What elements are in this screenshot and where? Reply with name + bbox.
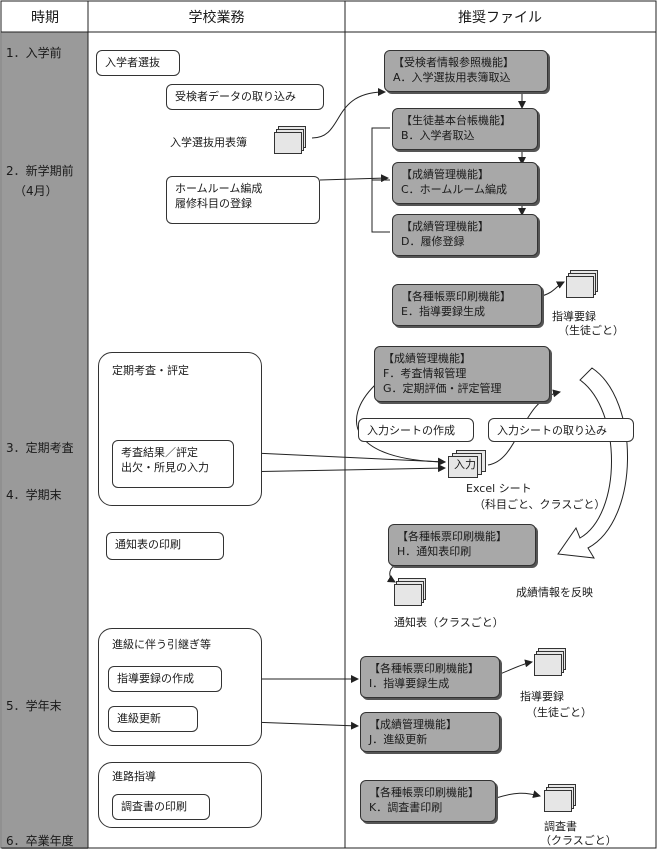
promotion-title: 進級に伴う引継ぎ等 (112, 638, 211, 651)
function-b-box: 【生徒基本台帳機能】B．入学者取込 (392, 108, 538, 150)
header-period: 時期 (31, 10, 59, 26)
guidance-record-create-box: 指導要録の作成 (108, 666, 222, 692)
report-card-doc-icon (394, 578, 426, 606)
arrow-i-to-record (499, 659, 533, 675)
homeroom-registration-box: ホームルーム編成履修科目の登録 (166, 176, 320, 224)
period-before-new-term: 2．新学期前 (6, 164, 74, 178)
arrow-e-to-record (541, 281, 565, 297)
function-a-box: 【受検者情報参照機能】A．入学選抜用表簿取込 (384, 50, 548, 92)
per-student-label-1: （生徒ごと） (558, 324, 624, 337)
function-d-box: 【成績管理機能】D．履修登録 (392, 214, 538, 256)
entrance-sheet-label: 入学選抜用表簿 (170, 136, 247, 149)
career-guidance-title: 進路指導 (112, 770, 156, 783)
exam-result-input-box: 考査結果／評定出欠・所見の入力 (112, 440, 234, 488)
per-student-label-2: （生徒ごと） (526, 706, 592, 719)
function-i-box: 【各種帳票印刷機能】I．指導要録生成 (360, 656, 500, 698)
input-doc-label: 入力 (454, 458, 476, 471)
excel-scope-label: （科目ごと、クラスごと） (474, 498, 606, 511)
entrance-selection-box: 入学者選抜 (96, 50, 180, 76)
function-h-box: 【各種帳票印刷機能】H．通知表印刷 (388, 524, 536, 566)
period-term-end: 4．学期末 (6, 488, 62, 502)
function-j-box: 【成績管理機能】J．進級更新 (360, 712, 500, 752)
survey-doc-icon (544, 784, 576, 812)
report-card-label: 通知表（クラスごと） (394, 616, 504, 629)
guidance-record-doc-icon-2 (534, 648, 566, 676)
guidance-record-label-2: 指導要録 (520, 690, 564, 703)
applicant-data-import-box: 受検者データの取り込み (166, 84, 324, 110)
header-recommended-files: 推奨ファイル (458, 10, 542, 26)
excel-sheet-label: Excel シート (466, 482, 532, 495)
regular-exam-title: 定期考査・評定 (112, 364, 189, 377)
function-k-box: 【各種帳票印刷機能】K．調査書印刷 (360, 780, 496, 822)
arrow-input-1 (233, 451, 446, 466)
arrow-reflect-grades (557, 367, 628, 559)
function-e-box: 【各種帳票印刷機能】E．指導要録生成 (392, 284, 542, 326)
arrow-input-2 (233, 464, 446, 473)
guidance-record-label-1: 指導要録 (552, 310, 596, 323)
guidance-record-doc-icon-1 (566, 270, 598, 298)
header-school-tasks: 学校業務 (188, 10, 245, 26)
function-c-box: 【成績管理機能】C．ホームルーム編成 (392, 162, 538, 204)
header-bg (0, 0, 657, 32)
import-input-sheet-box: 入力シートの取り込み (488, 418, 634, 442)
entrance-sheet-doc-icon (274, 126, 306, 154)
period-april: （4月） (14, 184, 58, 198)
arrow-sheet-to-a (311, 88, 386, 139)
report-card-print-box: 通知表の印刷 (106, 532, 224, 560)
period-regular-exam: 3．定期考査 (6, 441, 74, 455)
arrow-h-to-card (386, 564, 396, 583)
arrow-homeroom-to-c (319, 174, 389, 183)
create-input-sheet-box: 入力シートの作成 (358, 418, 474, 442)
period-before-entrance: 1．入学前 (6, 46, 62, 60)
period-graduation-year: 6．卒業年度 (6, 834, 74, 848)
period-column-bg (2, 0, 88, 849)
per-class-label: （クラスごと） (540, 834, 617, 847)
arrow-k-to-survey (495, 790, 541, 799)
promotion-update-box: 進級更新 (108, 706, 198, 732)
survey-label: 調査書 (544, 820, 577, 833)
survey-print-box: 調査書の印刷 (112, 794, 210, 820)
input-doc-icon (448, 450, 486, 478)
period-year-end: 5．学年末 (6, 699, 62, 713)
reflect-grades-label: 成績情報を反映 (516, 586, 593, 599)
